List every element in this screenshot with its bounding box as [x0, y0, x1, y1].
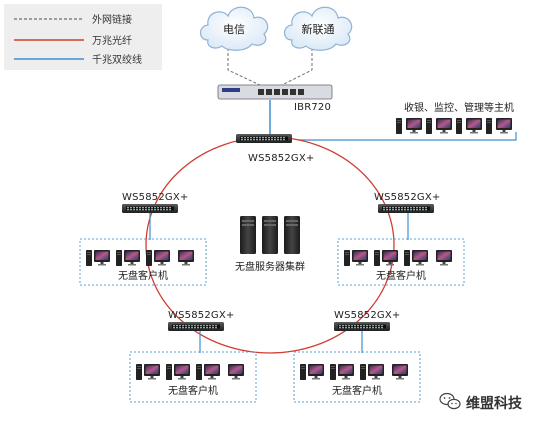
host-tower: [396, 118, 402, 134]
server-cluster: 无盘服务器集群: [235, 216, 305, 273]
ring-switch-bottom-left-label: WS5852GX+: [168, 310, 234, 321]
core-switch: WS5852GX+: [236, 134, 314, 164]
cloud-unicom: 新联通: [283, 6, 353, 51]
ring-switch-bottom-left: WS5852GX+: [168, 310, 234, 331]
legend-label-fiber: 万兆光纤: [92, 34, 132, 47]
host-tower: [486, 118, 492, 134]
client-group-left-label: 无盘客户机: [118, 269, 168, 282]
host-pc: [406, 118, 422, 134]
client-group-right-label: 无盘客户机: [376, 269, 426, 282]
ring-switch-right-label: WS5852GX+: [374, 192, 440, 203]
host-tower: [426, 118, 432, 134]
cloud-telecom: 电信: [199, 6, 269, 51]
cloud-unicom-label: 新联通: [302, 22, 335, 36]
wechat-icon: [439, 392, 461, 410]
client-group-frame: [79, 238, 207, 286]
router-ports: [258, 89, 304, 95]
host-pc: [466, 118, 482, 134]
router: IBR720: [217, 84, 333, 113]
ring-switch-bottom-right: WS5852GX+: [334, 310, 400, 331]
core-switch-label: WS5852GX+: [248, 153, 314, 164]
router-label: IBR720: [294, 102, 331, 113]
ring-switch-left-label: WS5852GX+: [122, 192, 188, 203]
host-pc: [436, 118, 452, 134]
legend: 外网链接 万兆光纤 千兆双绞线: [4, 4, 162, 70]
hosts-group: 收银、监控、管理等主机: [396, 101, 514, 134]
client-group-bottom-left: 无盘客户机: [129, 351, 257, 403]
client-group-bottom-right-label: 无盘客户机: [332, 384, 382, 397]
core-hosts-link: [298, 132, 517, 141]
router-logo: [222, 88, 240, 92]
links: [145, 48, 517, 354]
host-tower: [456, 118, 462, 134]
external-link-unicom: [279, 48, 313, 87]
watermark: 维盟科技: [439, 392, 523, 412]
ring-switch-right: WS5852GX+: [374, 192, 440, 213]
ring-switch-bottom-right-label: WS5852GX+: [334, 310, 400, 321]
client-group-right: 无盘客户机: [337, 238, 465, 286]
client-group-frame: [337, 238, 465, 286]
ring-switch-left: WS5852GX+: [122, 192, 188, 213]
client-group-bottom-right: 无盘客户机: [293, 351, 421, 403]
host-pc: [496, 118, 512, 134]
legend-label-copper: 千兆双绞线: [92, 53, 142, 66]
watermark-label: 维盟科技: [466, 395, 523, 412]
client-group-left: 无盘客户机: [79, 238, 207, 286]
client-group-bottom-left-label: 无盘客户机: [168, 384, 218, 397]
hosts-group-label: 收银、监控、管理等主机: [404, 101, 514, 114]
server-cluster-label: 无盘服务器集群: [235, 260, 305, 273]
cloud-telecom-label: 电信: [223, 23, 245, 36]
external-link-telecom: [227, 48, 263, 87]
legend-label-external: 外网链接: [92, 13, 132, 26]
